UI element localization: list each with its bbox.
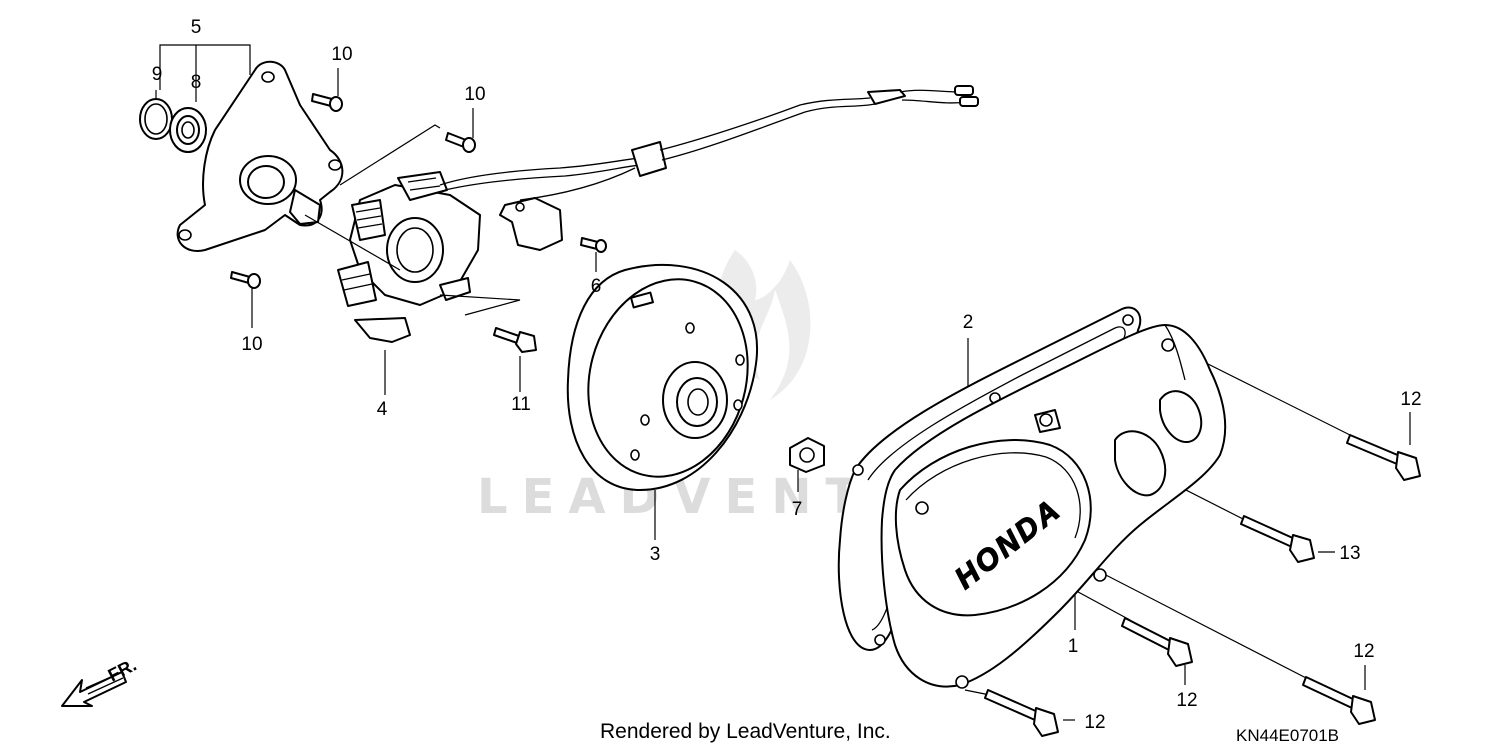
callout-3: 3 <box>650 544 661 565</box>
callout-13: 13 <box>1339 543 1360 564</box>
stator-base-plate <box>176 60 344 252</box>
callout-8: 8 <box>191 72 202 93</box>
stator-assembly <box>337 171 481 343</box>
flywheel <box>566 263 758 491</box>
callout-12-right: 12 <box>1353 641 1374 662</box>
front-direction-arrow-icon: FR. <box>61 655 140 707</box>
bolt-10-middle <box>445 132 476 153</box>
footer-credit: Rendered by LeadVenture, Inc. <box>600 720 891 743</box>
oil-seal <box>169 107 207 153</box>
bolt-10-lower <box>230 271 261 289</box>
callout-6: 6 <box>591 276 602 297</box>
bolt-12-upper <box>1346 434 1421 481</box>
screw-6 <box>580 237 607 253</box>
callout-10-top: 10 <box>331 44 352 65</box>
callout-12-upper: 12 <box>1400 389 1421 410</box>
flange-nut <box>789 437 825 473</box>
callout-10-middle: 10 <box>464 84 485 105</box>
bolt-11 <box>493 327 537 353</box>
callout-12-lower: 12 <box>1084 712 1105 733</box>
pulse-generator <box>499 197 563 251</box>
callout-11: 11 <box>511 394 531 415</box>
wire-harness <box>439 85 979 201</box>
callout-10-lower: 10 <box>241 334 262 355</box>
left-crankcase-cover: HONDA <box>880 324 1227 689</box>
callout-12-middle: 12 <box>1176 690 1197 711</box>
callout-1: 1 <box>1068 636 1079 657</box>
bolt-13 <box>1240 515 1315 563</box>
bolt-12-middle <box>1121 617 1193 667</box>
diagram-code: KN44E0701B <box>1236 726 1339 745</box>
bolt-10-top <box>311 93 343 112</box>
callout-7: 7 <box>792 499 803 520</box>
callout-2: 2 <box>963 312 974 333</box>
callout-4: 4 <box>377 399 388 420</box>
callout-5: 5 <box>191 17 202 38</box>
callout-9: 9 <box>152 64 163 85</box>
callouts: 5 9 8 10 10 10 6 4 11 3 7 2 1 12 13 12 1… <box>152 17 1422 733</box>
bolt-12-right <box>1302 676 1376 725</box>
bolt-12-lower <box>984 689 1059 737</box>
